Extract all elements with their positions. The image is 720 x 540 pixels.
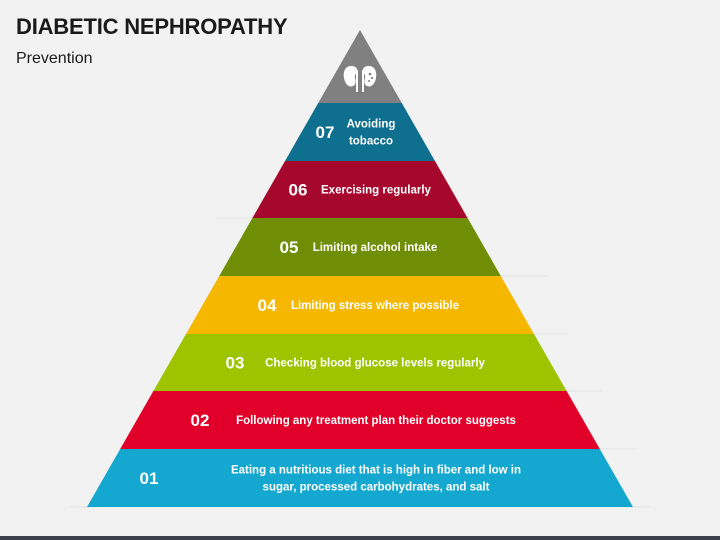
level-label: Exercising regularly xyxy=(321,185,432,197)
bottom-bar xyxy=(0,536,720,540)
level-label: Eating a nutritious diet that is high in… xyxy=(231,465,521,477)
apex-triangle xyxy=(318,30,402,103)
pyramid-level-04: 04 Limiting stress where possible xyxy=(186,276,534,334)
level-number: 04 xyxy=(258,296,277,315)
pyramid-level-03: 03 Checking blood glucose levels regularl… xyxy=(153,334,567,391)
pyramid-level-02: 02 Following any treatment plan their doc… xyxy=(120,391,600,449)
level-number: 01 xyxy=(140,469,159,488)
level-number: 06 xyxy=(289,181,308,200)
level-label: Checking blood glucose levels regularly xyxy=(265,358,485,370)
level-band xyxy=(186,276,534,334)
slide-title: DIABETIC NEPHROPATHY xyxy=(16,14,288,39)
pyramid-level-06: 06 Exercising regularly xyxy=(252,161,468,218)
kidney-icon xyxy=(343,66,377,92)
level-band xyxy=(87,449,633,507)
pyramid-level-01: 01 Eating a nutritious diet that is high … xyxy=(87,449,633,507)
level-band xyxy=(252,161,468,218)
level-label: Limiting alcohol intake xyxy=(313,242,438,254)
level-label: Avoiding xyxy=(347,119,396,131)
level-label: Limiting stress where possible xyxy=(291,300,459,312)
pyramid-apex xyxy=(318,30,402,103)
level-number: 05 xyxy=(280,238,299,257)
level-label: Following any treatment plan their docto… xyxy=(236,415,516,427)
level-number: 02 xyxy=(191,411,210,430)
level-band xyxy=(120,391,600,449)
slide-subtitle: Prevention xyxy=(16,50,93,67)
level-label: sugar, processed carbohydrates, and salt xyxy=(263,482,490,494)
pyramid-level-07: 07 Avoiding tobacco xyxy=(285,103,435,161)
pyramid-level-05: 05 Limiting alcohol intake xyxy=(219,218,501,276)
level-band xyxy=(219,218,501,276)
level-band xyxy=(153,334,567,391)
level-number: 07 xyxy=(316,123,335,142)
level-label: tobacco xyxy=(349,136,393,148)
level-band xyxy=(285,103,435,161)
level-number: 03 xyxy=(226,354,245,373)
